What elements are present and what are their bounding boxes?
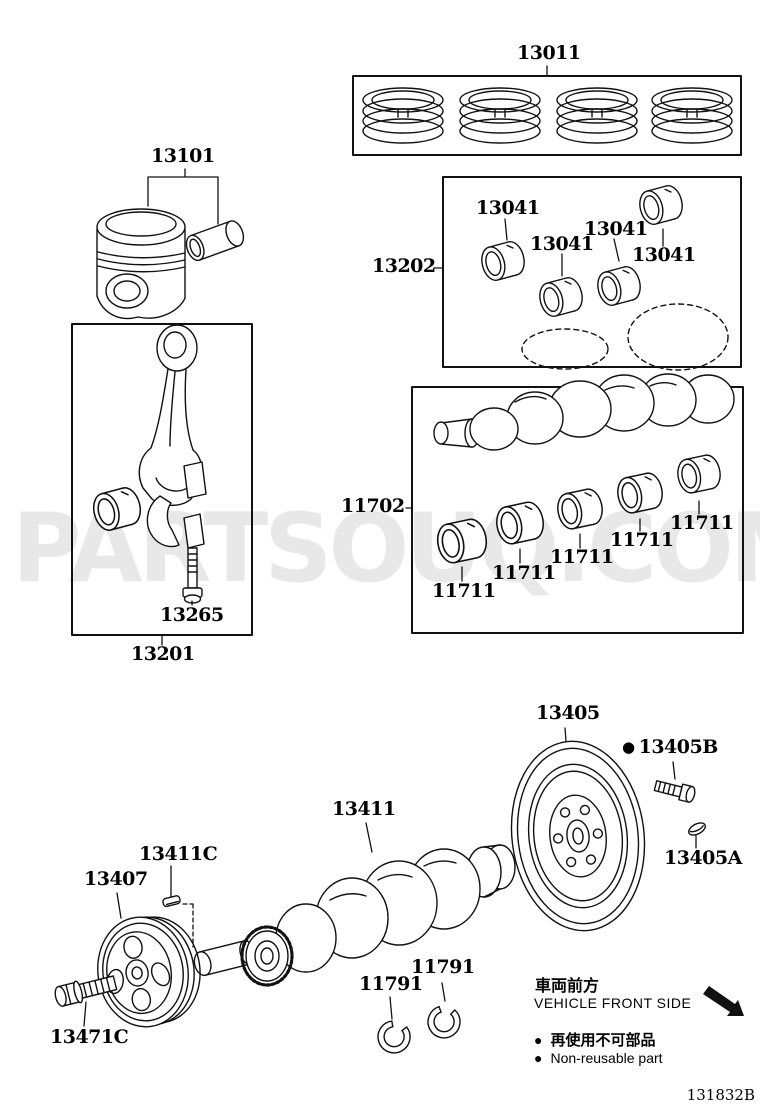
part-label-13041-1[interactable]: 13041 — [476, 197, 540, 219]
pulley-art — [97, 916, 201, 1028]
crankshaft-upper-art — [433, 303, 735, 451]
piston-art — [96, 208, 186, 320]
part-label-11711-2[interactable]: 11711 — [492, 562, 556, 584]
part-label-11791-2[interactable]: 11791 — [411, 956, 475, 978]
front-side-arrow-icon — [703, 986, 744, 1016]
part-label-13202[interactable]: 13202 — [372, 255, 436, 277]
part-label-13041-2[interactable]: 13041 — [530, 233, 594, 255]
part-label-13041-4[interactable]: 13041 — [632, 244, 696, 266]
part-label-13471C[interactable]: 13471C — [50, 1026, 129, 1048]
crankshaft-lower-art — [193, 844, 516, 987]
thrust-washers-art — [377, 1005, 461, 1054]
part-label-13405[interactable]: 13405 — [536, 702, 600, 724]
piston-pin-art — [185, 220, 245, 262]
part-label-13265[interactable]: 13265 — [160, 604, 224, 626]
part-label-13101[interactable]: 13101 — [151, 145, 215, 167]
flywheel-bolt-art — [653, 780, 696, 803]
part-label-11711-5[interactable]: 11711 — [670, 512, 734, 534]
part-label-13201[interactable]: 13201 — [131, 643, 195, 665]
rod-bolt-art — [182, 547, 203, 604]
part-label-11791-1[interactable]: 11791 — [359, 973, 423, 995]
part-label-11711-3[interactable]: 11711 — [550, 546, 614, 568]
part-label-11711-4[interactable]: 11711 — [610, 529, 674, 551]
part-label-13411[interactable]: 13411 — [332, 798, 396, 820]
rod-bearings-box — [442, 176, 742, 368]
diagram-code: 131832B — [686, 1086, 755, 1104]
piston-rings-art — [362, 87, 733, 144]
part-label-13405A[interactable]: 13405A — [664, 847, 742, 869]
part-label-13411C[interactable]: 13411C — [139, 843, 218, 865]
part-label-11711-1[interactable]: 11711 — [432, 580, 496, 602]
vehicle-front-jp: 車両前方 — [535, 978, 600, 995]
part-label-13011[interactable]: 13011 — [517, 42, 581, 64]
non-reusable-bullet-icon: ● — [534, 1031, 543, 1048]
part-label-13405B-text: 13405B — [638, 736, 719, 758]
non-reusable-bullet-icon: ● — [534, 1050, 543, 1066]
part-label-11702[interactable]: 11702 — [341, 495, 405, 517]
connecting-rod-art — [89, 324, 207, 549]
flywheel-pin-art — [688, 822, 706, 836]
part-label-13041-3[interactable]: 13041 — [584, 218, 648, 240]
vehicle-front-en: VEHICLE FRONT SIDE — [534, 995, 692, 1011]
part-label-13407[interactable]: 13407 — [84, 868, 148, 890]
flywheel-art — [510, 740, 646, 932]
part-label-13405B[interactable]: ● 13405B — [622, 737, 718, 758]
pulley-bolt-art — [54, 975, 118, 1007]
leader-lines — [83, 65, 700, 1027]
non-reusable-note-en: ● Non-reusable part — [534, 1050, 663, 1066]
non-reusable-note-jp: ● 再使用不可部品 — [534, 1031, 656, 1049]
non-reusable-bullet-icon: ● — [622, 737, 635, 756]
